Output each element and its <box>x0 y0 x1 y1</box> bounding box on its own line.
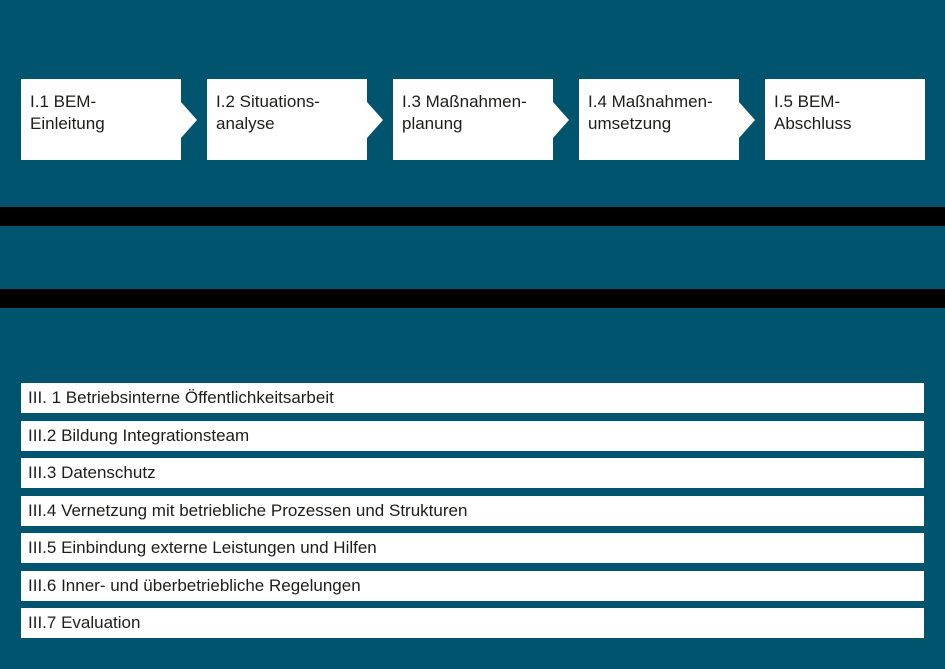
flow-step-label-line: I.1 BEM- <box>30 92 97 111</box>
flow-step-label-line: I.5 BEM- <box>774 92 841 111</box>
module-item-evaluation: III.7 Evaluation <box>21 608 924 638</box>
flow-step-label-line: planung <box>402 114 463 133</box>
redaction-bar-top <box>0 207 945 226</box>
module-item-datenschutz: III.3 Datenschutz <box>21 458 924 488</box>
module-item-regelungen: III.6 Inner- und überbetriebliche Regelu… <box>21 570 924 601</box>
flow-step-2-situationsanalyse: I.2 Situations- analyse <box>207 79 383 160</box>
flow-step-label-line: I.2 Situations- <box>216 92 320 111</box>
flow-step-label-line: Abschluss <box>774 114 852 133</box>
flow-step-3-massnahmenplanung: I.3 Maßnahmen- planung <box>393 79 569 160</box>
module-item-oeffentlichkeitsarbeit: III. 1 Betriebsinterne Öffentlichkeitsar… <box>21 383 924 413</box>
flow-step-1-bem-einleitung: I.1 BEM- Einleitung <box>21 79 197 160</box>
flow-step-label-line: I.4 Maßnahmen- <box>588 92 713 111</box>
arrow-right-icon <box>181 101 197 138</box>
arrow-right-icon <box>739 101 755 138</box>
flow-step-label-line: I.3 Maßnahmen- <box>402 92 527 111</box>
arrow-right-icon <box>553 101 569 138</box>
flow-step-label-line: umsetzung <box>588 114 672 133</box>
flow-step-5-bem-abschluss: I.5 BEM- Abschluss <box>765 79 925 160</box>
module-item-vernetzung: III.4 Vernetzung mit betriebliche Prozes… <box>21 495 924 526</box>
flow-step-4-massnahmenumsetzung: I.4 Maßnahmen- umsetzung <box>579 79 755 160</box>
flow-step-label-line: analyse <box>216 114 275 133</box>
module-item-externe-leistungen: III.5 Einbindung externe Leistungen und … <box>21 533 924 563</box>
module-list: III. 1 Betriebsinterne Öffentlichkeitsar… <box>21 383 924 638</box>
flow-step-label-line: Einleitung <box>30 114 105 133</box>
process-flow-row: I.1 BEM- Einleitung I.2 Situations- anal… <box>21 79 925 160</box>
module-item-integrationsteam: III.2 Bildung Integrationsteam <box>21 420 924 451</box>
redaction-bar-bottom <box>0 289 945 308</box>
arrow-right-icon <box>367 101 383 138</box>
